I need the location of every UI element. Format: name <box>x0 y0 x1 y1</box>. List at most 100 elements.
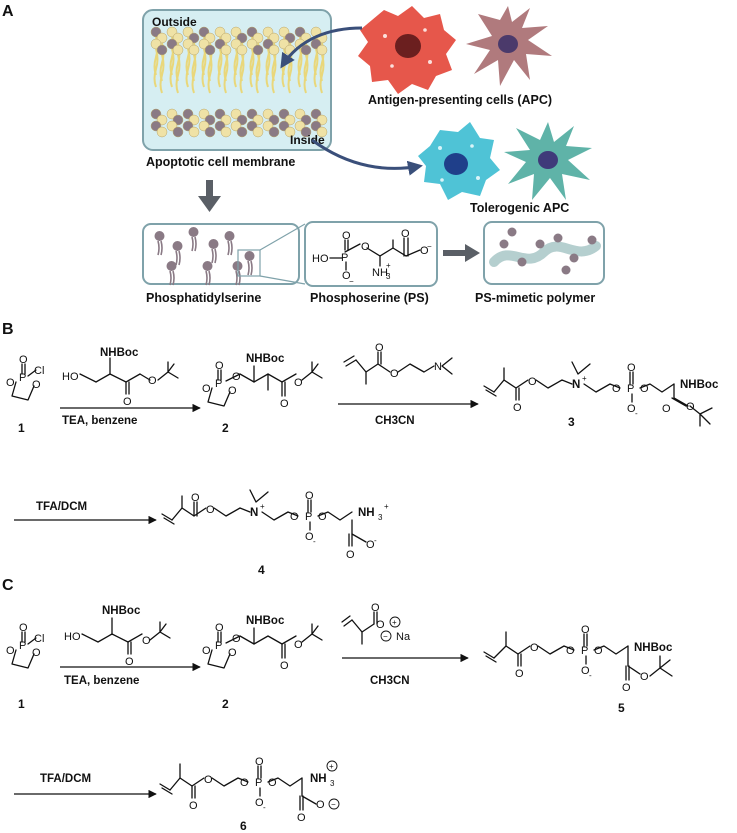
b3-o-link2: O <box>640 383 649 395</box>
c5-o-link1: O <box>566 645 575 657</box>
c2-o-ester: O <box>294 639 303 651</box>
b-reagent-o-ester: O <box>148 375 157 387</box>
ps-charge-acid: − <box>427 242 432 251</box>
ps-atom-nh3: NH <box>372 267 388 279</box>
b1-o-top: O <box>19 354 28 366</box>
b3-n-plus: + <box>582 374 587 383</box>
b-dmaema-reagent <box>343 351 453 385</box>
c-reagent-o-carbonyl: O <box>125 656 134 668</box>
c-compound-5-structure <box>483 631 673 681</box>
c6-o-top: O <box>255 756 264 768</box>
c-reagent-nhboc: NHBoc <box>102 605 141 617</box>
b-compound-4-atoms: O O N + O P O O - O NH 3 + O - O <box>191 490 389 561</box>
ps-to-polymer-arrow <box>443 244 480 262</box>
b4-o-link2: O <box>318 511 327 523</box>
c-boc-serine-atoms: NHBoc HO O O <box>64 605 151 668</box>
b3-p: P <box>627 383 634 395</box>
b4-nh3-sub: 3 <box>378 513 383 522</box>
c6-o-minus-charge: - <box>263 803 266 812</box>
c2-p: P <box>215 640 222 652</box>
c5-o-top: O <box>581 624 590 636</box>
b3-o-carbonyl2: O <box>662 403 671 415</box>
ps-charge-o-minus: − <box>349 277 354 286</box>
b-dmaema-o-ester: O <box>390 368 399 380</box>
b3-o-ester: O <box>528 376 537 388</box>
b2-p: P <box>215 378 222 390</box>
b2-o-ester: O <box>294 377 303 389</box>
b-reagent-3: TFA/DCM <box>36 501 87 513</box>
c5-nhboc: NHBoc <box>634 642 673 654</box>
b-boc-serine-reagent <box>79 357 179 395</box>
c6-o-carbonyl: O <box>189 800 198 812</box>
b-reagent-1: TEA, benzene <box>62 415 137 427</box>
c-compound-2-number: 2 <box>222 697 229 711</box>
c2-o-right: O <box>228 647 237 659</box>
b3-o-minus: O <box>627 403 636 415</box>
apoptotic-membrane-illustration: Outside Inside <box>142 9 332 151</box>
b-compound-1-number: 1 <box>18 421 25 435</box>
ps-charge-nh3: + <box>386 261 391 270</box>
b4-nh3-plus: + <box>384 502 389 511</box>
c-na-o-carbonyl: O <box>371 602 380 614</box>
b-reagent-2: CH3CN <box>375 415 415 427</box>
b-compound-3-structure <box>483 361 713 427</box>
ps-atom-nh3-sub: 3 <box>386 272 391 281</box>
b4-o-acid-charge: - <box>374 536 377 545</box>
arrow-apc-to-membrane <box>280 26 363 69</box>
b3-o-minus-charge: - <box>635 409 638 418</box>
c5-o-minus: O <box>581 665 590 677</box>
panel-label-c: C <box>2 577 14 594</box>
c-na-o-minus: O <box>376 619 385 631</box>
c2-o-carbonyl: O <box>280 660 289 672</box>
b-dmaema-o-carbonyl: O <box>375 342 384 354</box>
ps-atom-o-minus: O <box>342 270 351 282</box>
c1-p: P <box>19 640 26 652</box>
b-compound-2-atoms: O P O O O NHBoc O O <box>202 353 303 410</box>
zoom-line-bottom <box>259 275 306 285</box>
c2-o-link: O <box>232 633 241 645</box>
ps-atom-o-top: O <box>342 230 351 242</box>
c5-p: P <box>581 645 588 657</box>
ps-atom-o-carbonyl: O <box>401 228 410 240</box>
c1-o-left: O <box>6 645 15 657</box>
b-compound-4-number: 4 <box>258 563 265 577</box>
down-arrow <box>198 180 221 212</box>
b3-nhboc: NHBoc <box>680 379 719 391</box>
ps-mimetic-polymer-illustration <box>483 221 605 285</box>
b4-o-carbonyl2: O <box>346 549 355 561</box>
b-compound-1-structure <box>11 363 37 401</box>
c-na-plus: + <box>392 618 397 627</box>
b-compound-4-structure <box>161 489 367 547</box>
b-compound-2-number: 2 <box>222 421 229 435</box>
b-compound-2-structure <box>207 361 323 407</box>
c-sodium-methacrylate-reagent <box>341 611 401 645</box>
b4-n-plus: + <box>260 502 265 511</box>
c2-o-top: O <box>215 622 224 634</box>
membrane-outside-label: Outside <box>152 15 197 29</box>
b4-o-ester: O <box>206 504 215 516</box>
b4-o-minus-charge: - <box>313 537 316 546</box>
polymer-label: PS-mimetic polymer <box>475 291 595 305</box>
c6-o-carbonyl2: O <box>297 812 306 824</box>
c-reagent-2: CH3CN <box>370 675 410 687</box>
phosphatidylserine-illustration <box>142 223 300 286</box>
b1-o-left: O <box>6 377 15 389</box>
ps-atom-o-link: O <box>361 241 370 253</box>
b-dmaema-atoms: O O N <box>375 342 442 380</box>
c-compound-2-structure <box>207 623 323 669</box>
b1-o-right: O <box>32 379 41 391</box>
c5-o-carbonyl2: O <box>622 682 631 694</box>
b4-o-top: O <box>305 490 314 502</box>
c-reagent-o-ester: O <box>142 635 151 647</box>
c5-o-minus-charge: - <box>589 671 592 680</box>
c6-o-acid-charge: − <box>331 800 336 809</box>
c-reagent-ho: HO <box>64 631 81 643</box>
b4-p: P <box>305 511 312 523</box>
c-compound-5-atoms: O O O P O O - O NHBoc O O <box>515 624 673 694</box>
c-na: Na <box>396 631 411 643</box>
c-compound-6-atoms: O O O P O O - O NH 3 + O − O <box>189 756 336 824</box>
c-compound-6-structure <box>159 760 340 811</box>
b1-p: P <box>19 372 26 384</box>
apc-red-cell <box>358 6 456 94</box>
c6-o-link1: O <box>240 777 249 789</box>
